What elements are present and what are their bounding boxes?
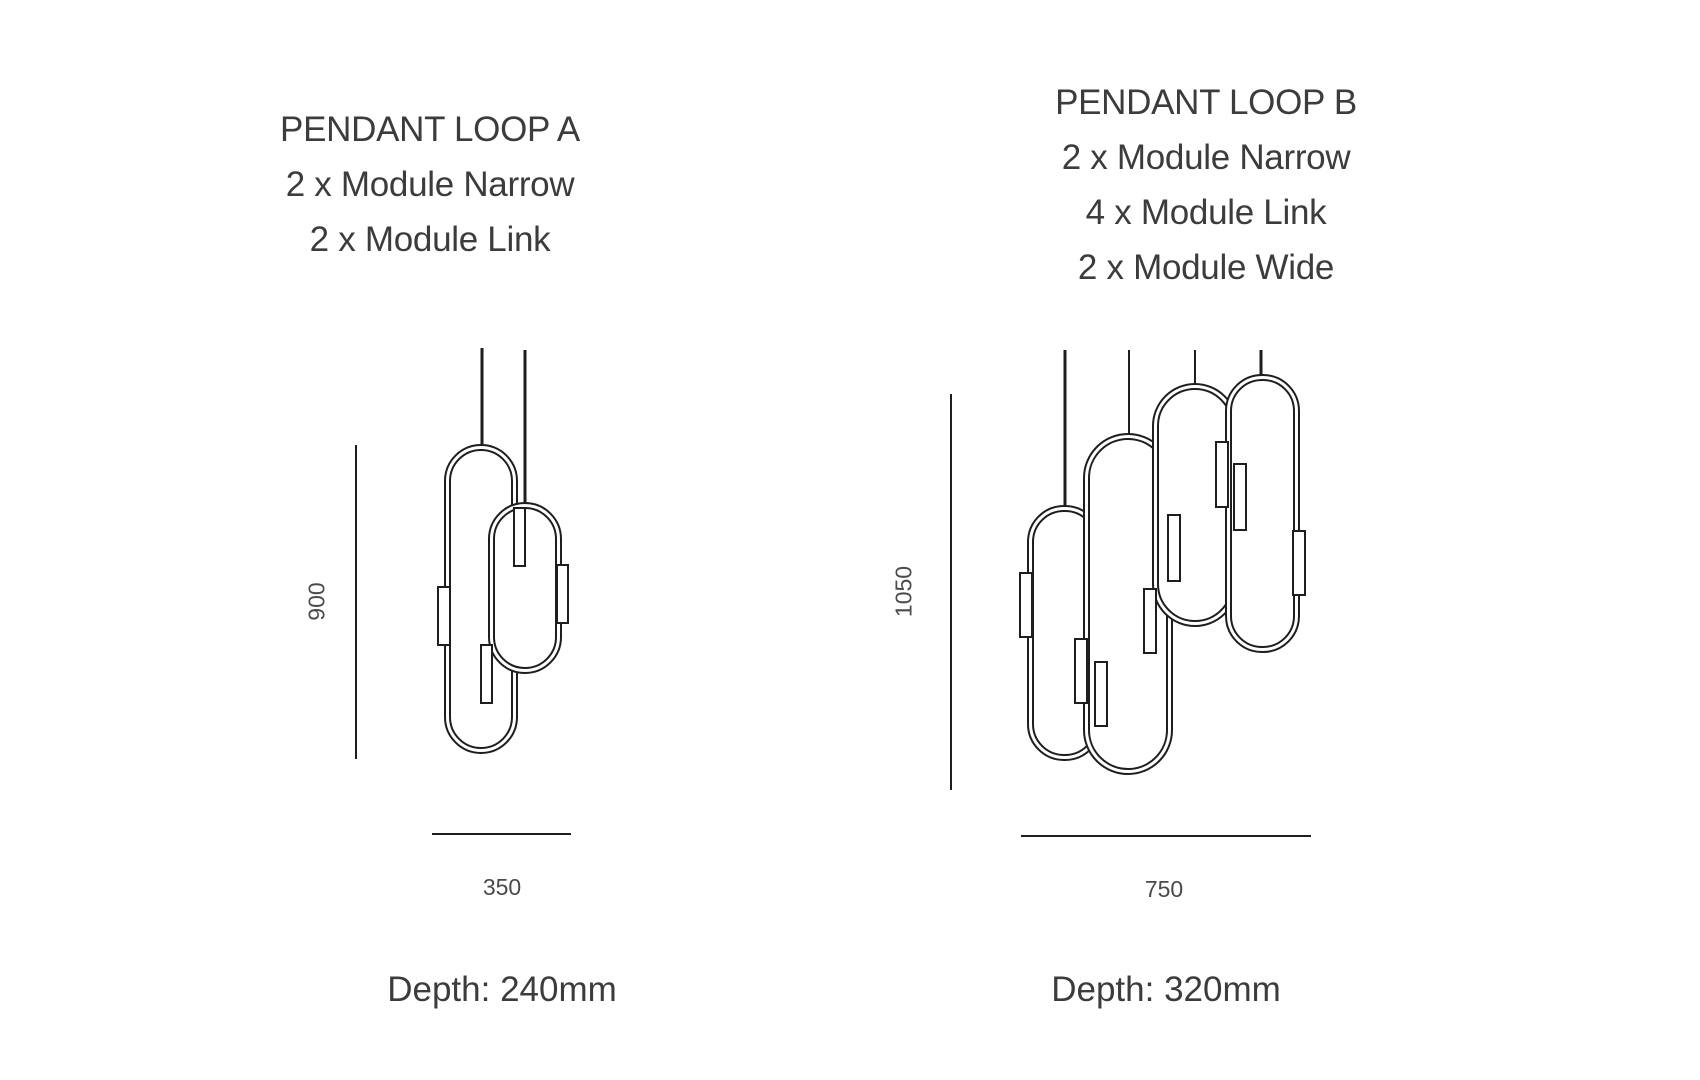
- pendant-a-module-2: [480, 644, 493, 704]
- pendant-b-module-6: [1215, 441, 1229, 508]
- pendant-b-spec-line: 2 x Module Narrow: [1061, 138, 1351, 177]
- pendant-a-heading: PENDANT LOOP A 2 x Module Narrow 2 x Mod…: [0, 102, 860, 267]
- pendant-a-module-4: [556, 564, 569, 624]
- pendant-b-module-1: [1019, 572, 1033, 638]
- pendant-a-spec-line: 2 x Module Narrow: [285, 165, 575, 204]
- pendant-b-heading: PENDANT LOOP B 2 x Module Narrow 4 x Mod…: [786, 75, 1626, 295]
- pendant-b-module-3: [1094, 661, 1108, 727]
- pendant-b-height-label: 1050: [890, 565, 917, 618]
- pendant-b-spec-line: 4 x Module Link: [1085, 193, 1327, 232]
- pendant-a-title: PENDANT LOOP A: [280, 110, 580, 149]
- pendant-a-drawing: [355, 348, 571, 835]
- pendant-b-width-label: 750: [1144, 876, 1184, 902]
- pendant-a-panel: PENDANT LOOP A 2 x Module Narrow 2 x Mod…: [0, 102, 860, 267]
- pendant-b-title: PENDANT LOOP B: [1055, 83, 1357, 122]
- pendant-b-drawing: [950, 350, 1311, 837]
- pendant-a-width-label: 350: [482, 874, 522, 900]
- pendant-b-panel: PENDANT LOOP B 2 x Module Narrow 4 x Mod…: [860, 0, 1700, 1080]
- pendant-b-spec-line: 2 x Module Wide: [1077, 248, 1335, 287]
- pendant-a-depth: Depth: 240mm: [387, 970, 617, 1009]
- pendant-a-spec-line: 2 x Module Link: [309, 220, 551, 259]
- pendant-a-module-1: [437, 586, 451, 646]
- pendant-b-module-4: [1143, 588, 1157, 654]
- pendant-b-loop-4: [1225, 374, 1300, 653]
- pendant-b-module-2: [1074, 638, 1088, 704]
- pendant-b-module-5: [1167, 514, 1181, 582]
- pendant-b-module-8: [1292, 530, 1306, 596]
- pendant-a-module-3: [513, 507, 526, 567]
- pendant-b-depth: Depth: 320mm: [1051, 970, 1281, 1009]
- pendant-b-module-7: [1233, 463, 1247, 531]
- pendant-a-height-label: 900: [303, 582, 330, 621]
